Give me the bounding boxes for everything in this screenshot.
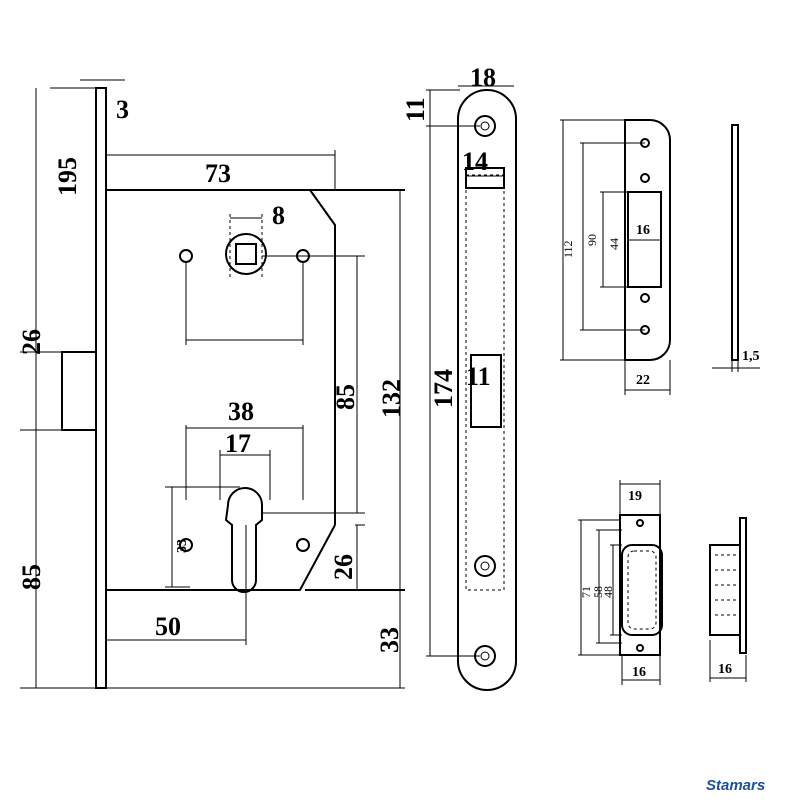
strike-box-side — [709, 544, 741, 636]
front-plate — [95, 87, 107, 689]
dim-plate-thickness: 3 — [116, 95, 129, 124]
faceplate-inner — [465, 174, 505, 591]
dim-bevel: 26 — [329, 554, 358, 580]
dim-box-side-depth: 16 — [718, 662, 732, 677]
dim-latch-window: 14 — [462, 147, 488, 176]
dim-faceplate-top: 11 — [401, 97, 430, 122]
screw-hole — [179, 249, 193, 263]
dim-backset: 73 — [205, 159, 231, 188]
dim-faceplate-length: 174 — [429, 369, 458, 408]
screw-hole — [179, 538, 193, 552]
dim-total-height: 195 — [53, 157, 82, 196]
dim-strike-length: 112 — [561, 240, 575, 258]
spindle-hub — [225, 233, 267, 275]
brand-watermark: Stamars — [706, 777, 765, 794]
bolt-window — [470, 354, 502, 428]
strike-box-view: 19 71 58 48 16 16 — [578, 480, 747, 685]
screw-hole — [296, 538, 310, 552]
dim-box-inner: 48 — [601, 586, 615, 598]
dim-body-height: 132 — [377, 379, 406, 418]
dim-box-outer: 71 — [579, 586, 593, 598]
dim-box-width: 19 — [628, 489, 642, 504]
dim-faceplate-width: 18 — [470, 63, 496, 92]
latch-bolt — [61, 351, 97, 431]
lock-body-view: 3 195 73 8 85 132 26 38 17 33 50 26 33 8… — [17, 79, 406, 689]
strike-plate-outline — [624, 119, 671, 361]
dim-latch-bottom: 85 — [17, 564, 46, 590]
strike-plate-side — [731, 124, 739, 361]
dim-bottom-offset: 33 — [375, 627, 404, 653]
dim-strike-thickness: 1,5 — [742, 349, 760, 364]
faceplate-outline — [457, 89, 517, 691]
dim-cylinder-height: 33 — [175, 539, 190, 553]
dim-handle-cylinder: 85 — [331, 384, 360, 410]
dim-strike-width: 22 — [636, 373, 650, 388]
body-top-edge — [106, 189, 336, 250]
strike-plate-view: 112 90 44 16 22 1,5 — [560, 119, 760, 395]
body-bottom-edge — [106, 524, 336, 591]
dim-cylinder-axis: 38 — [228, 397, 254, 426]
dim-box-opening-width: 16 — [632, 665, 646, 680]
dim-latch-offset: 26 — [17, 329, 46, 355]
dim-bolt-window: 11 — [466, 362, 491, 391]
latch-window — [465, 167, 505, 189]
dim-spindle: 8 — [272, 201, 285, 230]
dim-strike-opening-w: 16 — [636, 223, 650, 238]
spindle-square — [235, 243, 257, 265]
strike-box-opening — [621, 544, 663, 636]
dim-cylinder-width: 17 — [225, 429, 251, 458]
dim-strike-opening-h: 44 — [607, 238, 621, 250]
dim-box-mid: 58 — [591, 586, 605, 598]
cylinder-cutout — [224, 487, 263, 593]
faceplate-screw-mid — [474, 555, 496, 577]
faceplate-view: 18 11 14 174 11 — [401, 63, 517, 691]
dim-strike-spacing: 90 — [585, 234, 599, 246]
dim-backset-cyl: 50 — [155, 612, 181, 641]
